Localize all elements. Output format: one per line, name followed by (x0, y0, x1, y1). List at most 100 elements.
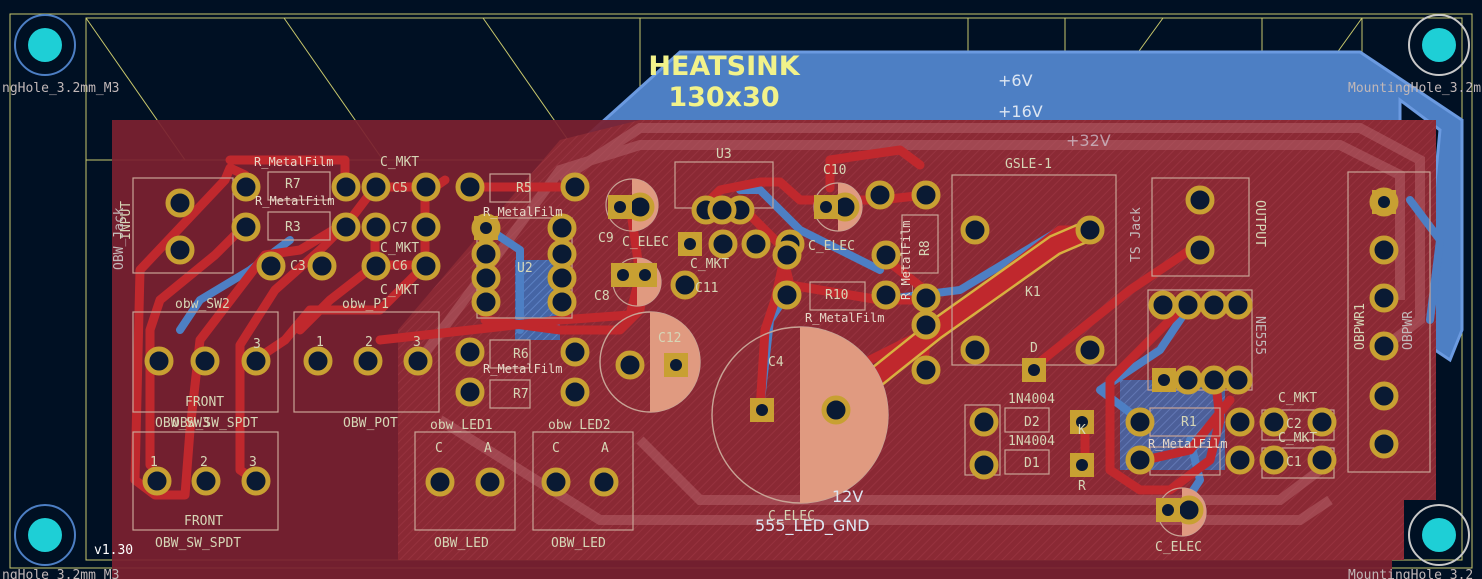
svg-text:1: 1 (316, 335, 324, 350)
pad (1369, 381, 1399, 411)
pad (1369, 283, 1399, 313)
svg-text:C8: C8 (594, 289, 610, 304)
pad (403, 346, 433, 376)
svg-text:OBW_LED: OBW_LED (434, 536, 489, 551)
pad (331, 212, 361, 242)
pad (241, 466, 271, 496)
svg-text:C_ELEC: C_ELEC (808, 239, 855, 254)
pad (772, 280, 802, 310)
pad (455, 377, 485, 407)
pad (871, 240, 901, 270)
svg-text:A: A (484, 441, 492, 456)
svg-text:C10: C10 (823, 163, 846, 178)
svg-text:D: D (1030, 341, 1038, 356)
mounting-hole-bottom-left (14, 504, 76, 566)
mounting-hole-bottom-right (1408, 504, 1470, 566)
pad (911, 355, 941, 385)
pad (353, 346, 383, 376)
svg-text:R: R (1078, 479, 1086, 494)
input-jack-footprint: OBW_Jack (112, 207, 127, 270)
svg-text:C2: C2 (1286, 417, 1302, 432)
pad (911, 180, 941, 210)
svg-text:A: A (601, 441, 609, 456)
svg-text:C: C (552, 441, 560, 456)
pad (821, 395, 851, 425)
svg-text:R10: R10 (825, 288, 848, 303)
pad (241, 346, 271, 376)
pad (256, 251, 286, 281)
pad (1075, 215, 1105, 245)
pad (303, 346, 333, 376)
svg-text:C9: C9 (598, 231, 614, 246)
pad-hole (617, 269, 629, 281)
pad (331, 172, 361, 202)
input-jack-label: INPUT (119, 201, 134, 240)
pad (1125, 407, 1155, 437)
pad (471, 239, 501, 269)
pad (1307, 407, 1337, 437)
svg-text:OBPWR1: OBPWR1 (1353, 303, 1368, 350)
pad-hole (1076, 416, 1088, 428)
pad (361, 212, 391, 242)
pad (911, 310, 941, 340)
svg-text:C5: C5 (392, 181, 408, 196)
pad-hole (1158, 374, 1170, 386)
pad (1369, 331, 1399, 361)
svg-text:R_MetalFilm: R_MetalFilm (483, 362, 562, 376)
pad (969, 407, 999, 437)
svg-text:obw_LED2: obw_LED2 (548, 418, 611, 433)
pad (589, 467, 619, 497)
pad (615, 350, 645, 380)
power-trace-core (826, 221, 1099, 419)
svg-text:C1: C1 (1286, 455, 1302, 470)
svg-text:obw_SW2: obw_SW2 (175, 297, 230, 312)
pad (425, 467, 455, 497)
rail-label-12v: 12V (832, 487, 863, 506)
pad (165, 235, 195, 265)
svg-text:C_ELEC: C_ELEC (622, 235, 669, 250)
mounting-hole-label-br: MountingHole_3.2 (1348, 568, 1473, 579)
pad (969, 450, 999, 480)
heatsink-title: HEATSINK (648, 51, 800, 82)
square-pads (474, 190, 1396, 522)
pad (471, 287, 501, 317)
svg-text:R1: R1 (1181, 415, 1197, 430)
pad (911, 283, 941, 313)
svg-text:C3: C3 (290, 259, 306, 274)
pad (190, 346, 220, 376)
round-pads (142, 172, 1399, 525)
pad (1174, 495, 1204, 525)
pad-hole (480, 222, 492, 234)
svg-text:U2: U2 (517, 261, 533, 276)
pad (560, 172, 590, 202)
pad (741, 229, 771, 259)
svg-text:C_MKT: C_MKT (690, 257, 729, 272)
svg-text:2: 2 (365, 335, 373, 350)
mounting-hole-label-tr: MountingHole_3.2m (1348, 81, 1481, 96)
svg-text:K: K (1078, 423, 1086, 438)
svg-text:R_MetalFilm: R_MetalFilm (255, 194, 334, 208)
pad (1369, 429, 1399, 459)
svg-text:OUTPUT: OUTPUT (1252, 200, 1267, 247)
pad-hole (1162, 504, 1174, 516)
svg-text:FRONT: FRONT (185, 395, 224, 410)
pad (411, 251, 441, 281)
svg-text:1N4004: 1N4004 (1008, 392, 1055, 407)
svg-text:C11: C11 (695, 281, 718, 296)
pad (1307, 445, 1337, 475)
heatsink-size: 130x30 (668, 82, 779, 113)
pad (455, 172, 485, 202)
svg-text:3: 3 (253, 337, 261, 352)
svg-text:C_MKT: C_MKT (1278, 431, 1317, 446)
pad (547, 239, 577, 269)
mounting-holes (14, 14, 1470, 566)
pad (142, 466, 172, 496)
svg-text:R_MetalFilm: R_MetalFilm (805, 311, 884, 325)
svg-text:NE555: NE555 (1252, 316, 1267, 355)
svg-text:C_ELEC: C_ELEC (1155, 540, 1202, 555)
pad-hole (820, 201, 832, 213)
silkscreen-labels: HEATSINK 130x30 +6V +16V +32V 12V 555_LE… (2, 51, 1481, 579)
pad (1225, 407, 1255, 437)
pad (361, 172, 391, 202)
